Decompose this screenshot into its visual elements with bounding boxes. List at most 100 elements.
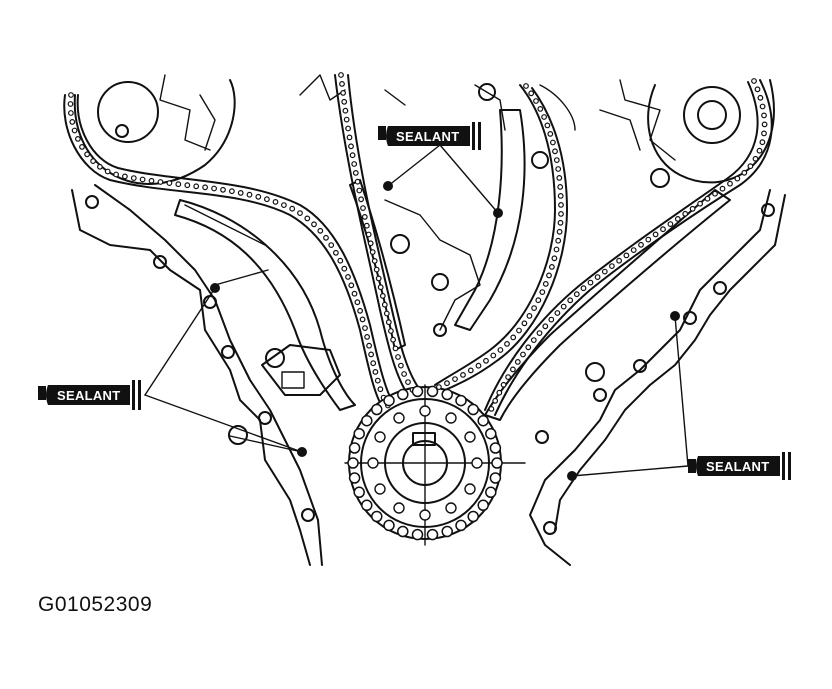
chain-link bbox=[754, 86, 761, 93]
sealant-point-right-upper bbox=[670, 311, 680, 321]
chain-link bbox=[352, 169, 359, 176]
chain-link bbox=[401, 371, 408, 377]
chain-link bbox=[342, 107, 349, 114]
chain-link bbox=[567, 297, 574, 304]
chain-link bbox=[368, 351, 375, 358]
left-timing-chain bbox=[63, 94, 396, 411]
chain-link bbox=[556, 228, 563, 235]
figure-id: G01052309 bbox=[38, 593, 153, 616]
chain-link bbox=[645, 236, 652, 243]
chain-link bbox=[366, 342, 373, 349]
chain-link bbox=[121, 173, 128, 180]
chain-link bbox=[372, 369, 379, 375]
sprocket-hole bbox=[464, 431, 476, 443]
sprocket-tooth bbox=[383, 394, 395, 407]
chain-link bbox=[388, 328, 394, 334]
chain-link bbox=[90, 158, 96, 165]
chain-link bbox=[348, 143, 354, 150]
sprocket-hole bbox=[393, 502, 405, 514]
chain-link bbox=[727, 180, 733, 187]
chain-link bbox=[379, 293, 386, 299]
crankshaft-sprocket bbox=[344, 384, 526, 546]
chain-link bbox=[667, 221, 674, 228]
sprocket-tooth bbox=[371, 403, 383, 416]
chain-link bbox=[369, 249, 376, 256]
left-chain-tensioner bbox=[214, 269, 341, 396]
sprocket-tooth bbox=[485, 486, 497, 499]
chain-link bbox=[553, 157, 560, 164]
chain-link bbox=[354, 178, 361, 185]
chain-link bbox=[539, 289, 546, 296]
chain-link bbox=[558, 201, 564, 208]
chain-link bbox=[341, 98, 348, 105]
sprocket-tooth bbox=[491, 457, 503, 469]
sprocket-tooth bbox=[467, 510, 479, 523]
sealant-point-center-left bbox=[383, 181, 393, 191]
chain-link bbox=[358, 196, 365, 203]
chain-link bbox=[580, 285, 587, 292]
chain-link bbox=[560, 303, 567, 310]
chain-link bbox=[547, 130, 554, 137]
sprocket-tooth bbox=[441, 388, 453, 401]
sprocket-tooth bbox=[353, 427, 365, 440]
chain-link bbox=[104, 168, 111, 175]
sealant-tube-left: SEALANT bbox=[38, 380, 141, 410]
chain-link bbox=[514, 359, 521, 365]
center-right-chain bbox=[434, 84, 568, 393]
chain-link bbox=[510, 334, 517, 341]
chain-link bbox=[148, 177, 155, 184]
chain-link bbox=[674, 215, 681, 222]
chain-link bbox=[530, 337, 537, 344]
sealant-tube-top: SEALANT bbox=[378, 122, 481, 150]
chain-link bbox=[752, 155, 759, 162]
chain-link bbox=[504, 341, 510, 347]
chain-link bbox=[202, 184, 209, 191]
chain-link bbox=[356, 187, 363, 194]
chain-link bbox=[549, 264, 555, 270]
chain-link bbox=[84, 151, 90, 158]
sprocket-tooth bbox=[455, 394, 467, 407]
chain-link bbox=[467, 367, 474, 374]
sprocket-tooth bbox=[348, 472, 361, 484]
sealant-point-left-lower bbox=[297, 447, 307, 457]
chain-link bbox=[96, 163, 103, 170]
chain-link bbox=[761, 112, 767, 119]
chain-link bbox=[528, 90, 535, 97]
right-sealant-leaders bbox=[571, 315, 689, 477]
sprocket-hole bbox=[374, 483, 386, 495]
chain-link bbox=[346, 134, 353, 141]
chain-link bbox=[341, 265, 348, 272]
sprocket-tooth bbox=[361, 499, 373, 512]
chain-link bbox=[69, 118, 76, 125]
chain-link bbox=[385, 319, 392, 326]
chain-link bbox=[719, 185, 726, 192]
sprocket-tooth bbox=[397, 525, 409, 538]
sprocket-hole bbox=[419, 509, 431, 521]
chain-link-dots bbox=[67, 72, 768, 412]
chain-link bbox=[398, 362, 404, 369]
chain-link bbox=[383, 310, 390, 317]
sprocket-tooth bbox=[383, 519, 395, 532]
sprocket-tooth bbox=[371, 510, 383, 523]
chain-link bbox=[130, 175, 137, 182]
chain-link bbox=[542, 323, 549, 330]
sprocket-tooth bbox=[477, 414, 489, 427]
chain-link bbox=[535, 297, 542, 304]
chain-link bbox=[652, 231, 659, 238]
chain-link bbox=[488, 406, 495, 412]
chain-link bbox=[381, 301, 388, 308]
chain-link bbox=[157, 179, 164, 185]
chain-link bbox=[255, 193, 262, 200]
chain-link bbox=[523, 83, 529, 89]
chain-link bbox=[392, 345, 399, 352]
chain-link bbox=[520, 351, 526, 358]
chain-link bbox=[689, 205, 696, 212]
sprocket-hole bbox=[445, 412, 457, 424]
chain-link bbox=[311, 221, 317, 228]
chain-link bbox=[682, 210, 689, 217]
chain-link bbox=[365, 231, 372, 238]
chain-link bbox=[328, 242, 335, 249]
chain-link bbox=[405, 379, 411, 386]
chain-link bbox=[537, 105, 544, 112]
chain-link bbox=[374, 377, 381, 384]
